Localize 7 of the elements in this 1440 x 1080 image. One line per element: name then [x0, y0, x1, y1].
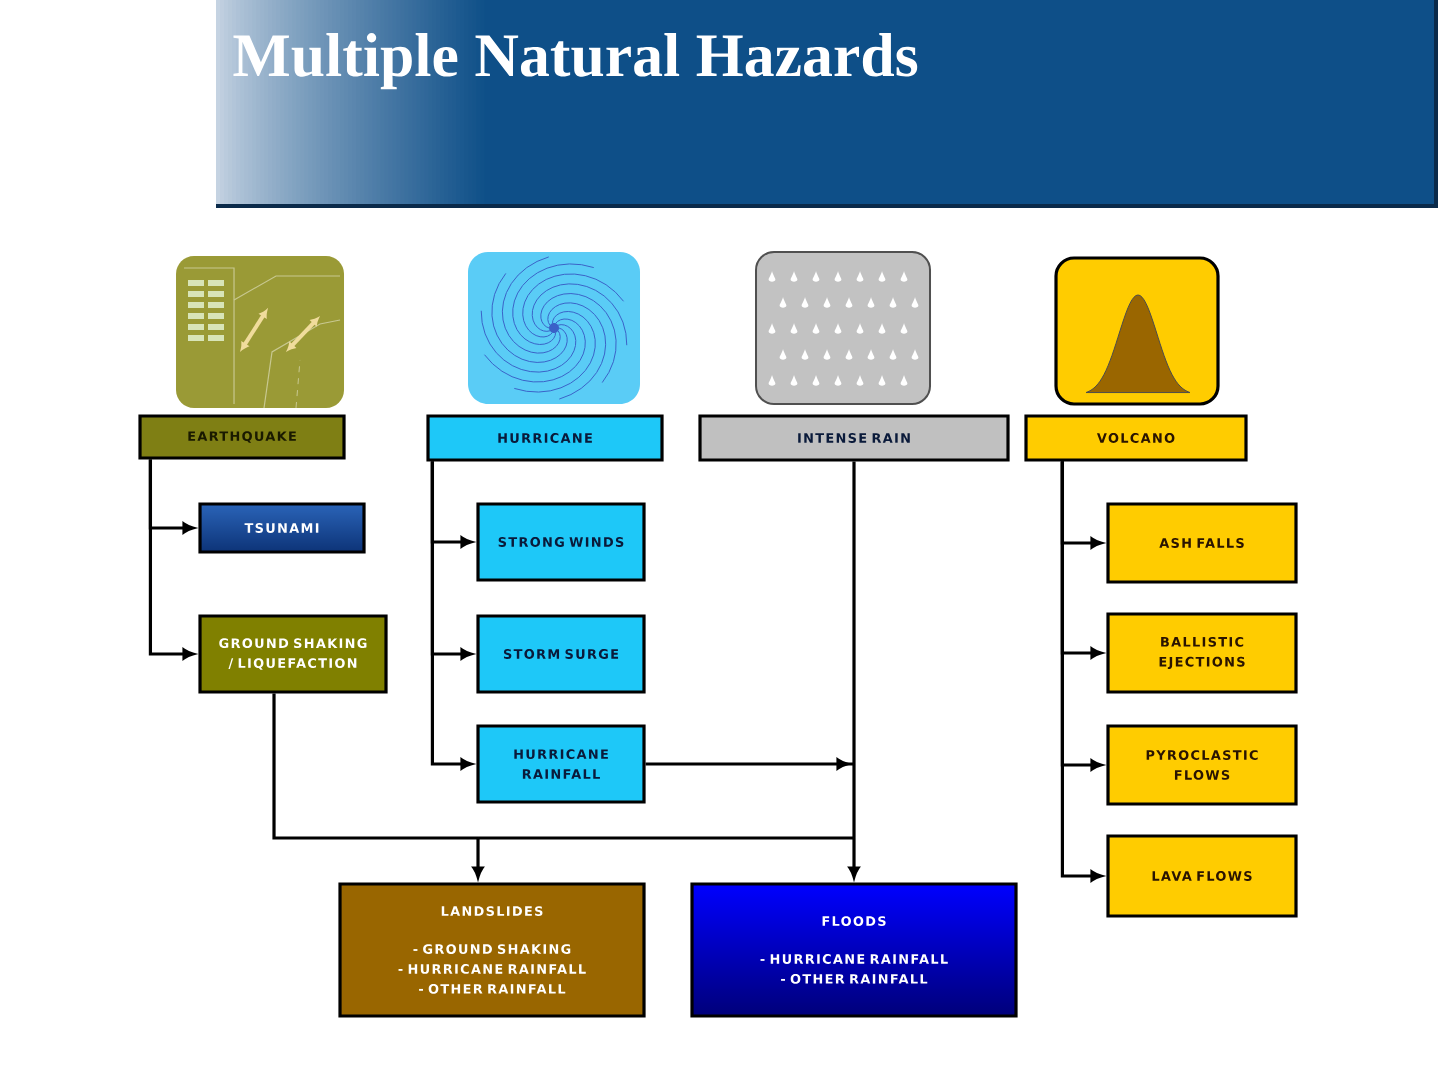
arrow [472, 838, 484, 879]
arrow [645, 758, 854, 770]
page-title: Multiple Natural Hazards [233, 33, 918, 90]
arrow [848, 838, 860, 879]
arrow [1060, 461, 1103, 882]
arrow [148, 459, 195, 660]
arrow [430, 461, 473, 770]
